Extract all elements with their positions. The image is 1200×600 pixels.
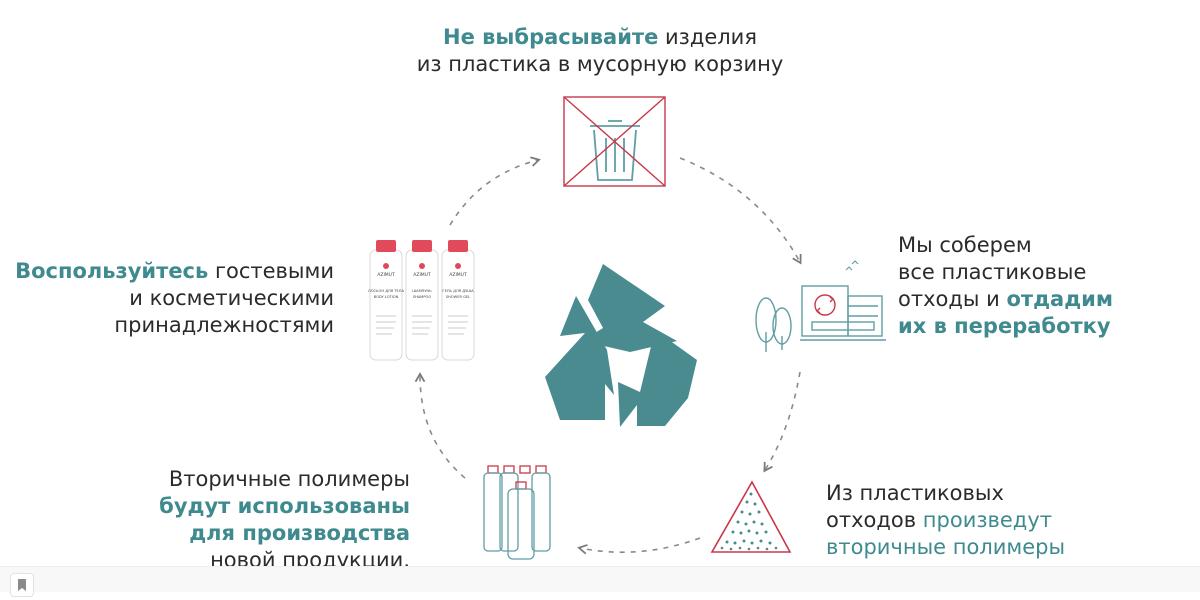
step-left-rest: гостевыми — [208, 259, 334, 283]
step-bottom-right-text: Из пластиковых отходов произведут вторич… — [826, 480, 1065, 561]
step-top-rest: изделия — [658, 25, 757, 49]
step-top-text: Не выбрасывайте изделия из пластика в му… — [0, 24, 1200, 78]
step-top-line2: из пластика в мусорную корзину — [416, 52, 784, 76]
arrow-bottomleft-to-left — [414, 372, 466, 479]
step-bl-line3-accent: для производства — [189, 521, 410, 545]
arrow-right-to-bottomright — [763, 371, 801, 473]
recycle-icon — [545, 264, 697, 427]
bookmark-button[interactable] — [10, 573, 34, 597]
amenity-bottles-icon: AZIMUT AZIMUT AZIMUT ЛОСЬОН ДЛЯ ТЕЛА BOD… — [368, 240, 475, 361]
footer-bar — [0, 566, 1200, 597]
bookmark-icon — [18, 579, 26, 591]
polymer-granules-icon — [710, 480, 792, 553]
step-right-line3-accent: отдадим — [1006, 287, 1114, 311]
step-right-line4-accent: их в переработку — [898, 314, 1111, 338]
step-br-line1: Из пластиковых — [826, 481, 1004, 505]
step-left-line3: принадлежностями — [114, 313, 334, 337]
bottle-3-label-en: SHOWER GEL — [446, 295, 470, 299]
arrow-bottomright-to-bottomleft — [577, 537, 701, 555]
step-right-line1: Мы соберем — [898, 233, 1032, 257]
step-right-line3: отходы и — [898, 287, 1007, 311]
bottle-2-brand: AZIMUT — [413, 272, 431, 278]
step-bl-line1: Вторичные полимеры — [168, 467, 410, 491]
step-right-text: Мы соберем все пластиковые отходы и отда… — [898, 232, 1113, 340]
cycle-arrows — [414, 156, 802, 555]
step-top-accent: Не выбрасывайте — [443, 25, 659, 49]
bottle-1-brand: AZIMUT — [377, 272, 395, 278]
step-bl-line2-accent: будут использованы — [159, 494, 410, 518]
bottle-1-label-ru: ЛОСЬОН ДЛЯ ТЕЛА — [368, 289, 404, 293]
bottle-2-label-ru: ШАМПУНЬ — [412, 289, 432, 293]
step-br-line2: отходов — [826, 508, 923, 532]
bottle-1-label-en: BODY LOTION — [374, 295, 399, 299]
step-br-line2-accent: произведут — [922, 508, 1052, 532]
arrow-left-to-top — [449, 156, 541, 226]
step-left-accent: Воспользуйтесь — [15, 259, 209, 283]
step-left-text: Воспользуйтесь гостевыми и косметическим… — [10, 258, 334, 339]
no-trash-icon — [563, 96, 666, 187]
step-br-line3-accent: вторичные полимеры — [826, 535, 1066, 559]
arrow-top-to-right — [679, 157, 802, 265]
recycling-facility-icon — [755, 260, 886, 352]
bottle-3-brand: AZIMUT — [449, 272, 467, 278]
bottle-3-label-ru: ГЕЛЬ ДЛЯ ДУША — [442, 289, 474, 293]
step-right-line2: все пластиковые — [898, 260, 1087, 284]
new-bottles-icon — [483, 465, 551, 560]
bottle-2-label-en: SHAMPOO — [413, 295, 432, 299]
step-left-line2: и косметическими — [129, 286, 334, 310]
